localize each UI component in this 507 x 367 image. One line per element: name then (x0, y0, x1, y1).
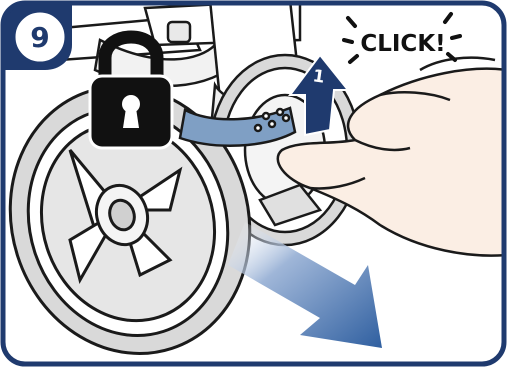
click-sound-label: CLICK! (360, 31, 445, 57)
step-number: 9 (30, 21, 49, 54)
step-badge: 9 (3, 3, 72, 70)
